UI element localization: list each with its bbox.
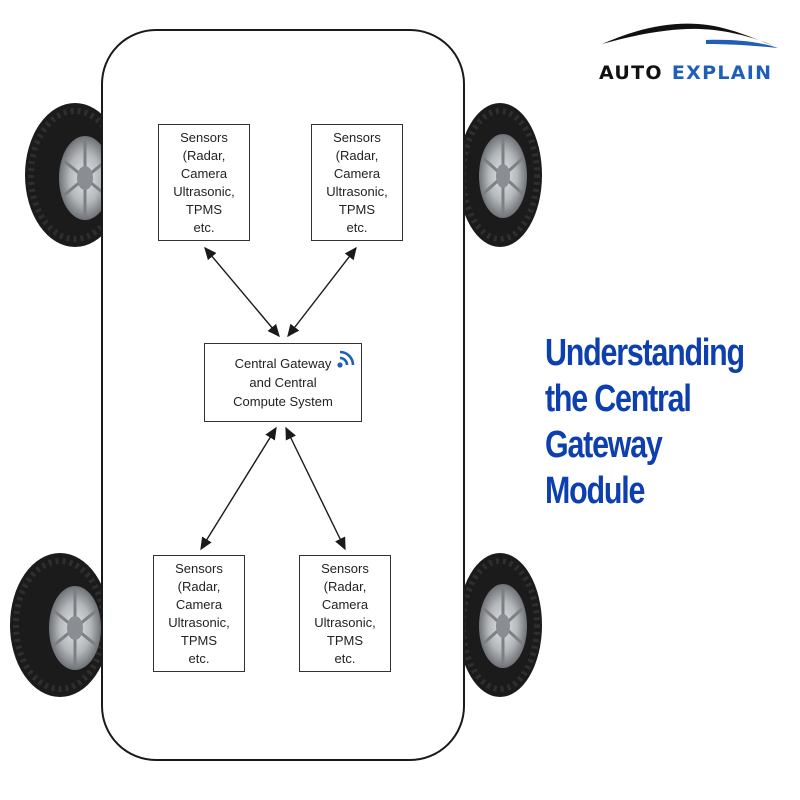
headline-line: the Central (545, 378, 692, 420)
connector-top-left (204, 246, 280, 338)
sensor-box-top-left: Sensors (Radar, Camera Ultrasonic, TPMS … (158, 124, 250, 241)
brand-wordmark: AUTO EXPLAIN (599, 62, 772, 84)
wireless-signal-icon (337, 350, 355, 368)
tire-rear-left (10, 553, 110, 697)
tire-front-right (458, 103, 542, 247)
headline-line: Understanding (545, 332, 745, 374)
central-gateway-box: Central Gateway and Central Compute Syst… (204, 343, 362, 422)
brand-word-auto: AUTO (599, 62, 663, 84)
connector-bottom-right (285, 426, 346, 551)
connector-bottom-left (200, 426, 277, 551)
sensor-label: Sensors (Radar, Camera Ultrasonic, TPMS … (168, 560, 230, 666)
sensor-label: Sensors (Radar, Camera Ultrasonic, TPMS … (173, 129, 235, 235)
brand-word-explain: EXPLAIN (671, 62, 773, 84)
brand-logo: AUTO EXPLAIN (588, 14, 788, 94)
headline-line: Gateway (545, 424, 663, 466)
headline-line: Module (545, 470, 645, 512)
connector-top-right (287, 246, 357, 338)
sensor-label: Sensors (Radar, Camera Ultrasonic, TPMS … (314, 560, 376, 666)
tire-rear-right (458, 553, 542, 697)
gateway-label: Central Gateway and Central Compute Syst… (233, 356, 333, 409)
sensor-box-bottom-right: Sensors (Radar, Camera Ultrasonic, TPMS … (299, 555, 391, 672)
sensor-label: Sensors (Radar, Camera Ultrasonic, TPMS … (326, 129, 388, 235)
sensor-box-top-right: Sensors (Radar, Camera Ultrasonic, TPMS … (311, 124, 403, 241)
headline: Understanding the Central Gateway Module (545, 330, 747, 514)
car-swoosh-icon (602, 23, 778, 48)
sensor-box-bottom-left: Sensors (Radar, Camera Ultrasonic, TPMS … (153, 555, 245, 672)
